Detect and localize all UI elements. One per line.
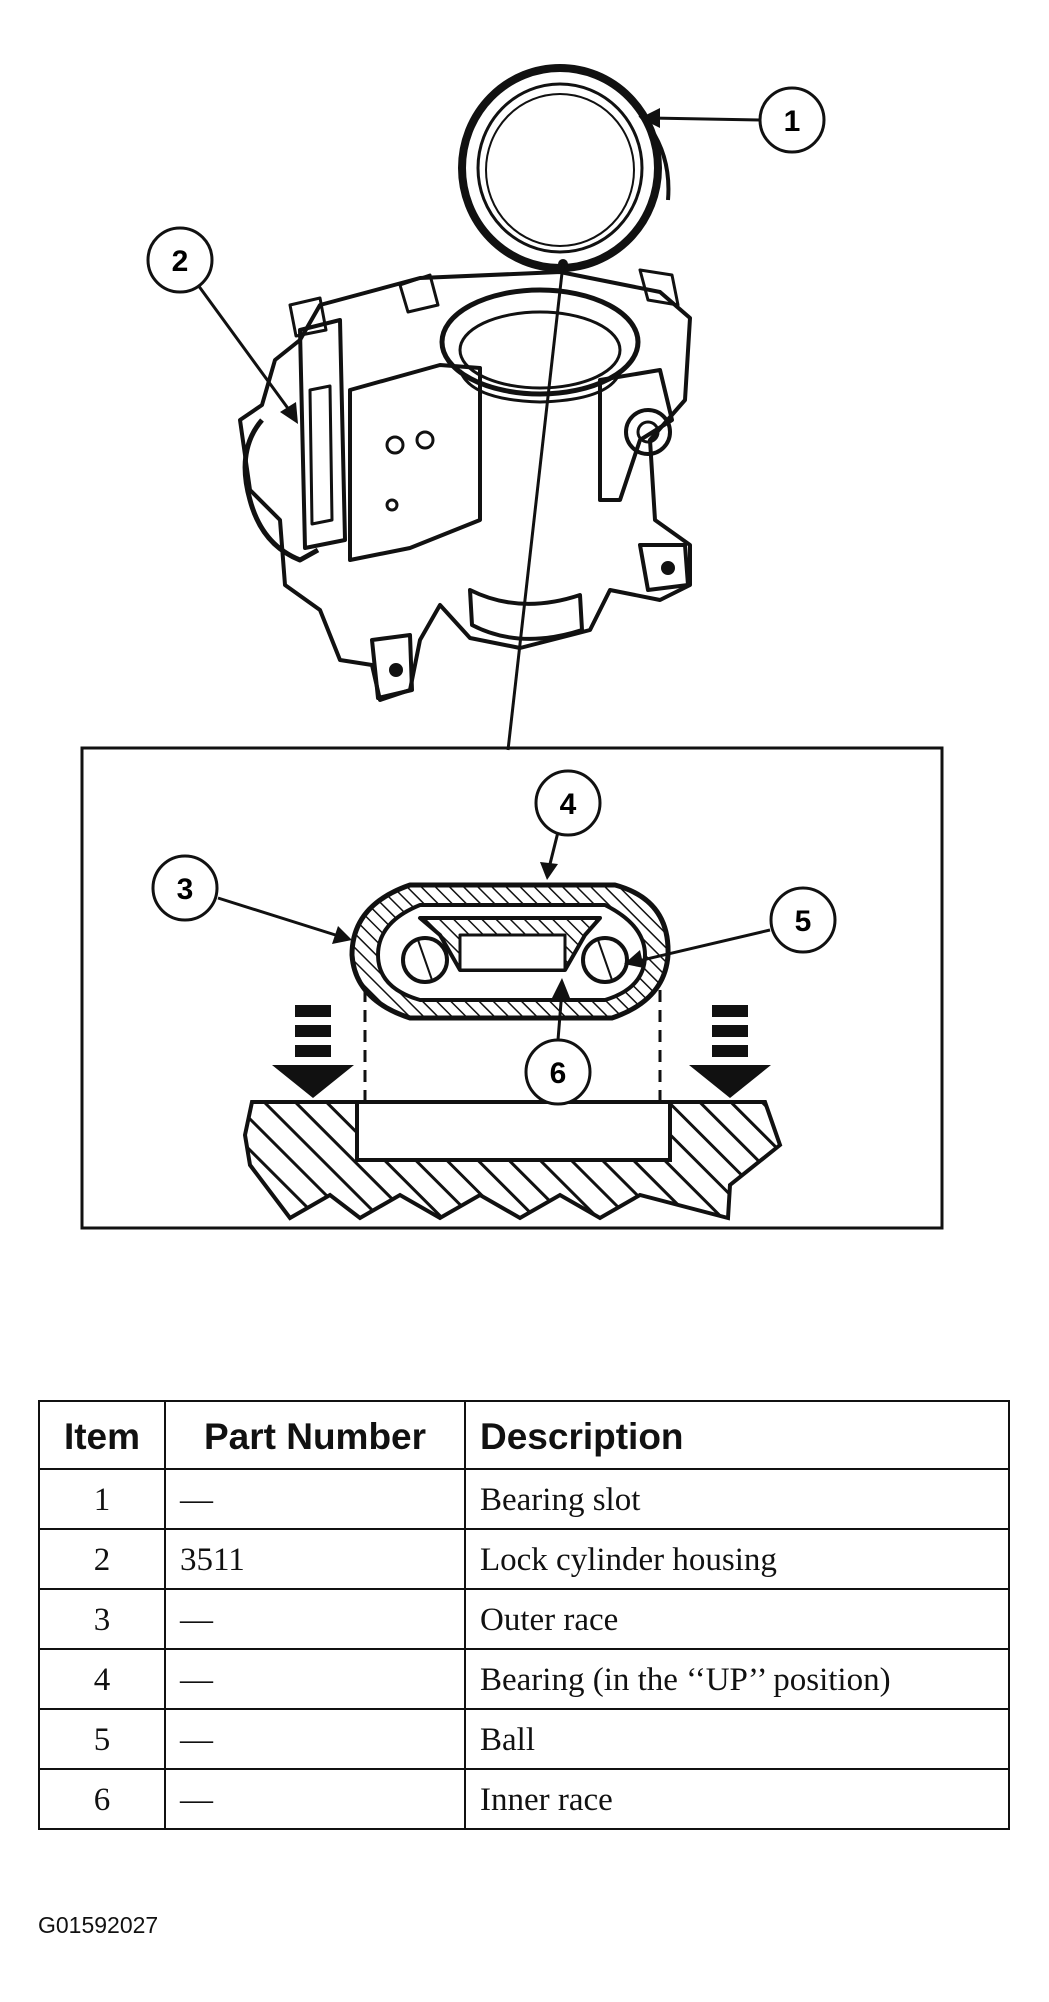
table-row: 6 — Inner race [38,1768,1010,1830]
header-item: Item [38,1400,166,1470]
cell-part-number: — [164,1648,466,1710]
svg-text:5: 5 [795,905,812,938]
figure-code: G01592027 [38,1912,159,1938]
callout-3: 3 [151,854,219,922]
cell-item: 4 [38,1648,166,1710]
lock-cylinder-housing [238,268,692,702]
table-row: 1 — Bearing slot [38,1468,1010,1530]
cell-item: 1 [38,1468,166,1530]
cell-description: Ball [464,1708,1010,1770]
callout-6-leader [556,989,564,1041]
svg-text:3: 3 [177,873,194,906]
bearing-ring [458,64,671,272]
bearing-cross-section [349,882,671,1021]
table-row: 4 — Bearing (in the ‘‘UP’’ position) [38,1648,1010,1710]
callout-1-leader [649,116,761,122]
callout-5-leader [633,928,771,964]
cell-part-number: — [164,1468,466,1530]
table-header-row: Item Part Number Description [38,1400,1010,1470]
cell-item: 5 [38,1708,166,1770]
cell-description: Bearing (in the ‘‘UP’’ position) [464,1648,1010,1710]
press-arrow-right [689,1005,771,1098]
callout-4: 4 [534,769,602,837]
header-part-number: Part Number [164,1400,466,1470]
cell-item: 3 [38,1588,166,1650]
callout-3-leader [217,896,346,940]
bearing-installation-diagram: 1 2 3 4 5 6 [80,64,944,1230]
cell-part-number: 3511 [164,1528,466,1590]
detail-frame [80,746,944,1230]
cell-description: Outer race [464,1588,1010,1650]
cell-part-number: — [164,1768,466,1830]
installer-base [242,1100,783,1221]
table-row: 5 — Ball [38,1708,1010,1770]
cell-item: 6 [38,1768,166,1830]
callout-2-leader [196,284,297,419]
svg-text:4: 4 [560,788,577,821]
table-row: 2 3511 Lock cylinder housing [38,1528,1010,1590]
cell-part-number: — [164,1588,466,1650]
svg-text:6: 6 [550,1057,567,1090]
cell-description: Bearing slot [464,1468,1010,1530]
svg-text:2: 2 [172,245,189,278]
parts-table: Item Part Number Description 1 — Bearing… [38,1400,1010,1830]
cell-item: 2 [38,1528,166,1590]
cell-description: Inner race [464,1768,1010,1830]
callout-1: 1 [758,86,826,154]
svg-text:1: 1 [784,105,801,138]
header-description: Description [464,1400,1010,1470]
callout-5: 5 [769,886,837,954]
press-arrow-left [272,1005,354,1098]
callout-2: 2 [146,226,214,294]
callout-6: 6 [524,1038,592,1106]
cell-part-number: — [164,1708,466,1770]
detail-leader-line [506,263,565,751]
cell-description: Lock cylinder housing [464,1528,1010,1590]
table-row: 3 — Outer race [38,1588,1010,1650]
